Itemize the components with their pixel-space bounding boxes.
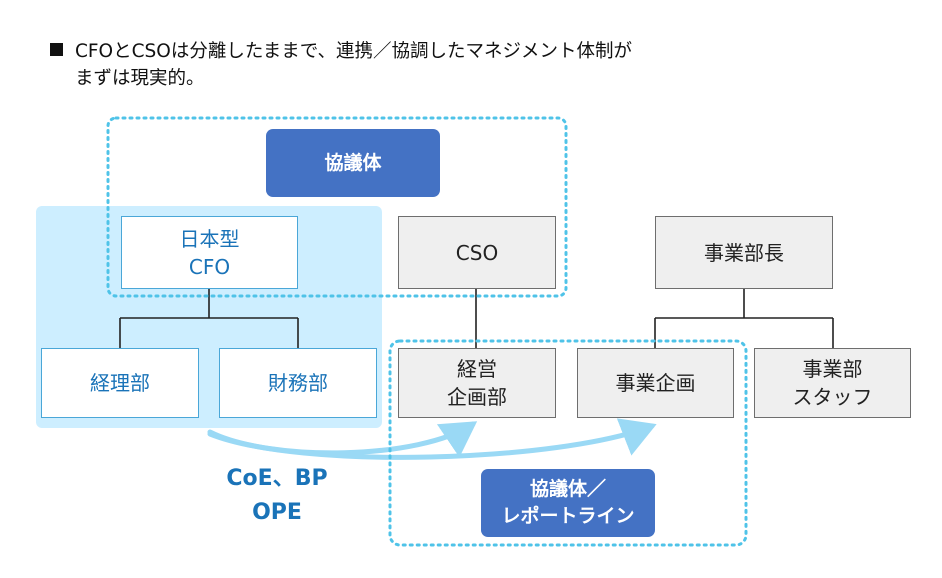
arrow-to-corp-planning [207, 421, 478, 458]
headline: CFOとCSOは分離したままで、連携／協調したマネジメント体制が まずは現実的。 [50, 38, 632, 92]
box-accounting: 経理部 [41, 348, 199, 418]
council-frame-top [106, 116, 568, 298]
council-pill-top: 協議体 [266, 129, 440, 197]
box-cso: CSO [398, 216, 556, 289]
box-finance: 財務部 [219, 348, 377, 418]
box-corp-planning: 経営 企画部 [398, 348, 556, 418]
box-bu-planning: 事業企画 [577, 348, 734, 418]
arrow-to-bu-planning [207, 418, 657, 460]
council-frame-bottom [388, 339, 748, 547]
headline-line2: まずは現実的。 [75, 68, 205, 89]
caption-ope: OPE [252, 500, 302, 525]
box-bu-staff: 事業部 スタッフ [754, 348, 911, 418]
square-bullet-icon [50, 43, 63, 56]
box-bu-head: 事業部長 [655, 216, 833, 289]
council-pill-bottom: 協議体／ レポートライン [481, 469, 655, 537]
box-japanese-cfo: 日本型 CFO [121, 216, 298, 289]
headline-line1: CFOとCSOは分離したままで、連携／協調したマネジメント体制が [75, 41, 633, 62]
caption-coe-bp: CoE、BP [226, 466, 328, 491]
